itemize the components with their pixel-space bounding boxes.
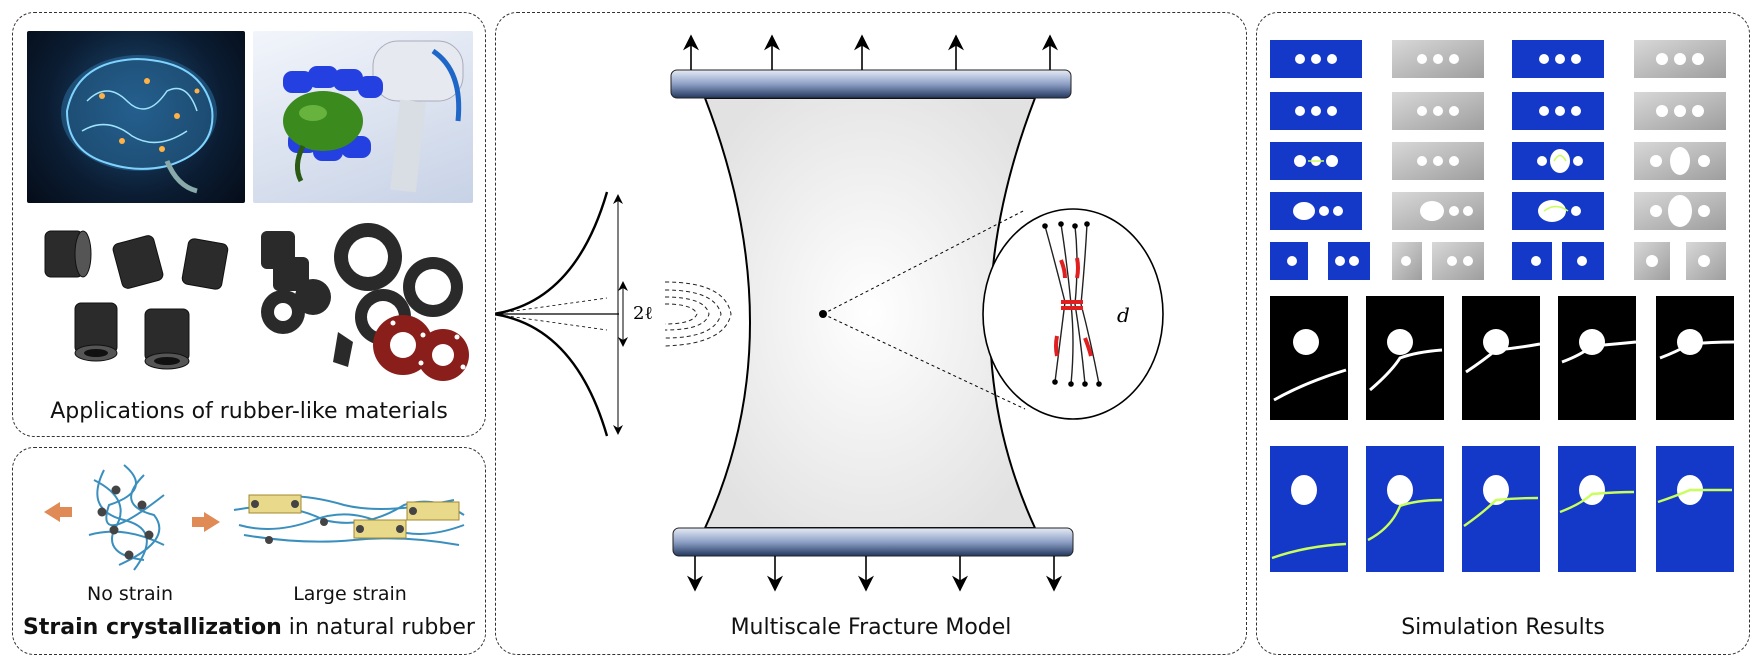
crystallization-caption-rest: in natural rubber: [281, 615, 475, 640]
ai-brain-image: [27, 31, 245, 203]
left-arrow-icon: [44, 502, 72, 522]
crystallization-caption-bold: Strain crystallization: [23, 615, 282, 640]
no-strain-label: No strain: [86, 583, 173, 605]
results-panel: [1256, 12, 1750, 655]
label-two-ell: 2ℓ: [633, 303, 653, 324]
microscale-inset: [982, 208, 1164, 420]
crystallization-caption: Strain crystallization in natural rubber: [12, 615, 486, 640]
crystallite-blocks: [248, 494, 460, 539]
top-load-arrows: [683, 34, 1058, 70]
label-one: 1: [495, 322, 496, 343]
top-grip: [670, 69, 1072, 99]
inset-label-d: d: [1117, 303, 1130, 327]
model-panel: [495, 12, 1247, 655]
results-caption: Simulation Results: [1401, 615, 1605, 640]
fracture-model-diagram: d 1 2ℓ d: [495, 34, 1164, 592]
crack-contours: [664, 281, 732, 347]
applications-caption: Applications of rubber-like materials: [50, 399, 448, 424]
model-caption: Multiscale Fracture Model: [730, 615, 1012, 640]
bottom-load-arrows: [687, 556, 1062, 592]
crystallization-panel: [12, 447, 486, 655]
right-arrow-icon: [192, 512, 220, 532]
large-strain-label: Large strain: [293, 583, 407, 605]
rubber-gaskets-image: [253, 217, 475, 385]
phase-field-images: [1270, 446, 1734, 572]
applications-panel: [12, 12, 486, 437]
soft-robot-gripper-image: [253, 31, 473, 203]
rubber-bushings-image: [27, 217, 245, 385]
three-hole-specimens: [1270, 40, 1726, 280]
phase-field-profile: [495, 191, 619, 437]
binary-crack-images: [1270, 296, 1735, 420]
strain-crystallization-illustration: [44, 464, 465, 571]
results-grid: [1256, 12, 1750, 612]
bottom-grip: [672, 527, 1074, 557]
simulation-figures: [1270, 40, 1735, 572]
